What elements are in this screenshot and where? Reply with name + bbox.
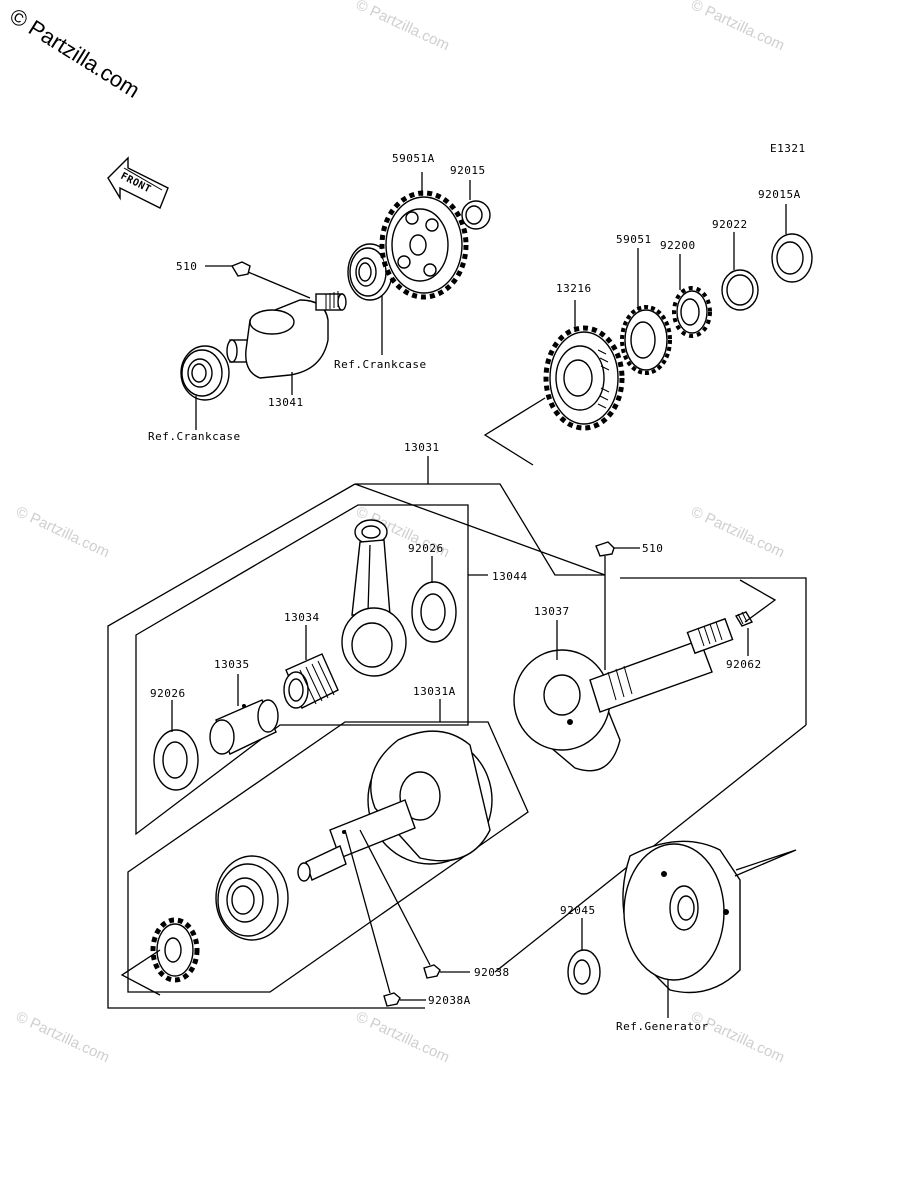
label-13216: 13216	[556, 282, 592, 295]
woodruff-key	[230, 261, 251, 277]
generator-rotor	[622, 840, 741, 994]
label-13031: 13031	[404, 441, 440, 454]
crank-pin	[209, 699, 279, 755]
woodruff-key-lower	[595, 541, 615, 557]
leader-line	[247, 271, 311, 299]
watermark: © Partzilla.com	[13, 1008, 112, 1066]
thrust-washer-lower	[153, 729, 199, 791]
label-ref-generator: Ref.Generator	[616, 1020, 709, 1033]
diagram-code: E1321	[770, 142, 806, 155]
label-510-b: 510	[642, 542, 663, 555]
primary-gear	[543, 325, 625, 431]
nut-a	[771, 233, 813, 283]
label-92038A: 92038A	[428, 994, 471, 1007]
balancer-shaft	[226, 291, 347, 379]
balancer-bearing-left	[180, 345, 230, 401]
crankshaft-left-half	[297, 730, 493, 882]
lock-washer	[672, 286, 712, 338]
label-92022: 92022	[712, 218, 748, 231]
assembly-outline	[107, 483, 425, 1009]
label-59051A: 59051A	[392, 152, 435, 165]
thrust-washer-upper	[411, 581, 457, 643]
needle-bearing	[283, 653, 339, 709]
label-ref-crankcase-2: Ref.Crankcase	[148, 430, 241, 443]
label-92045: 92045	[560, 904, 596, 917]
left-half-subassembly-box	[127, 721, 529, 993]
label-ref-crankcase-1: Ref.Crankcase	[334, 358, 427, 371]
oil-seal	[567, 949, 601, 995]
key-92038	[423, 964, 441, 979]
watermark: © Partzilla.com	[13, 503, 112, 561]
watermark: © Partzilla.com	[688, 1008, 787, 1066]
crankshaft-gear	[620, 305, 672, 375]
front-arrow-icon: FRONT	[107, 156, 169, 209]
label-510-a: 510	[176, 260, 197, 273]
watermark: © Partzilla.com	[353, 0, 452, 54]
label-13037: 13037	[534, 605, 570, 618]
label-92026-a: 92026	[408, 542, 444, 555]
label-13034: 13034	[284, 611, 320, 624]
label-92015A: 92015A	[758, 188, 801, 201]
label-13044: 13044	[492, 570, 528, 583]
leader-line	[344, 829, 391, 994]
label-13035: 13035	[214, 658, 250, 671]
label-13041: 13041	[268, 396, 304, 409]
leader-line	[120, 949, 161, 996]
timing-sprocket	[150, 917, 200, 983]
nut	[461, 200, 491, 230]
copyright-text: © Partzilla.com	[5, 3, 144, 103]
connecting-rod	[341, 519, 407, 677]
assembly-outline-right	[620, 577, 807, 725]
balancer-bearing-right	[347, 243, 393, 301]
label-92015: 92015	[450, 164, 486, 177]
leader-line	[359, 829, 431, 966]
label-92200: 92200	[660, 239, 696, 252]
assembly-outline-top	[354, 483, 606, 576]
leader-line	[734, 849, 797, 877]
washer	[721, 269, 759, 311]
watermark: © Partzilla.com	[688, 503, 787, 561]
main-bearing	[215, 855, 289, 941]
conrod-subassembly-box	[135, 504, 469, 836]
label-59051: 59051	[616, 233, 652, 246]
leader-line	[739, 579, 777, 623]
label-92038: 92038	[474, 966, 510, 979]
plug	[734, 611, 754, 627]
leader-line	[483, 397, 546, 466]
watermark: © Partzilla.com	[353, 1008, 452, 1066]
label-13031A: 13031A	[413, 685, 456, 698]
label-92026-b: 92026	[150, 687, 186, 700]
key-92038A	[383, 992, 401, 1007]
balancer-gear	[379, 190, 469, 300]
watermark: © Partzilla.com	[688, 0, 787, 54]
label-92062: 92062	[726, 658, 762, 671]
crankshaft-right-half	[513, 617, 734, 772]
